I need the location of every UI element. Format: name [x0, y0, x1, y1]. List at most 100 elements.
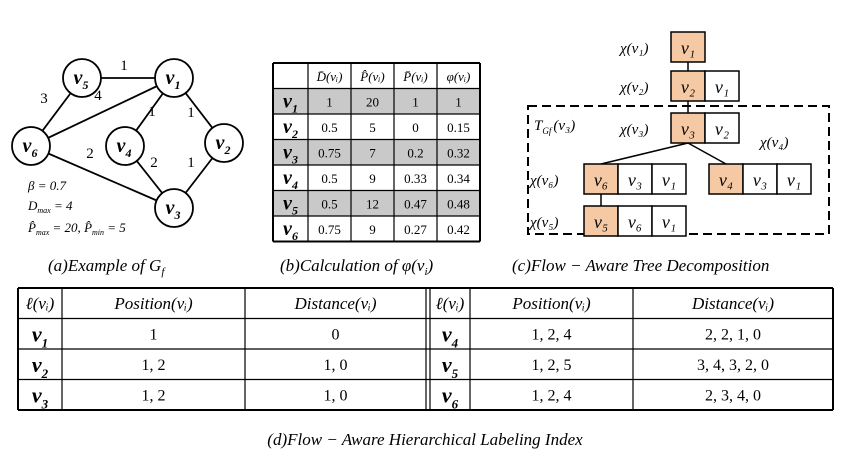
label-row-node: v5	[442, 352, 459, 381]
node-v1	[154, 58, 194, 98]
bag-cell-label: v₂	[715, 119, 729, 139]
label-table-header: Position(vᵢ)	[511, 294, 591, 313]
bag-cell-label: v₆	[594, 170, 608, 190]
label-row-node: v2	[32, 352, 49, 381]
position-cell: 1, 2	[142, 357, 166, 374]
calc-cell: 5	[369, 120, 376, 135]
calc-cell: 0.48	[447, 197, 470, 212]
label-row-node: v1	[32, 322, 48, 351]
label-table-header: ℓ(vᵢ)	[436, 294, 465, 313]
label-table-header: Position(vᵢ)	[113, 294, 193, 313]
distance-cell: 3, 4, 3, 2, 0	[697, 357, 769, 374]
calc-cell: 0.34	[447, 171, 470, 186]
calc-header: D̄(vᵢ)	[316, 69, 343, 84]
calc-cell: 0.2	[407, 146, 423, 161]
calc-header: P̄(vᵢ)	[402, 69, 427, 84]
calc-cell: 12	[366, 197, 379, 212]
bag-label-b6: χ(v₆)	[528, 173, 558, 189]
node-label-v4: v4	[117, 135, 132, 160]
bag-label-b3: χ(v₃)	[618, 122, 648, 138]
calc-cell: 0.15	[447, 120, 470, 135]
calc-cell: 0.32	[447, 146, 470, 161]
label-table-header: ℓ(vᵢ)	[26, 294, 55, 313]
caption-c: (c)Flow − Aware Tree Decomposition	[512, 256, 769, 275]
tree-edges	[600, 62, 727, 206]
bag-cell	[670, 112, 706, 144]
bag-cell	[704, 112, 740, 144]
node-v2	[204, 123, 244, 163]
calc-cell: 0	[412, 120, 419, 135]
calc-header: φ(vᵢ)	[447, 69, 471, 84]
node-v6	[11, 126, 51, 166]
dmax-param: Dmax = 4	[27, 198, 73, 215]
distance-cell: 2, 3, 4, 0	[705, 388, 761, 405]
node-label-v3: v3	[166, 197, 181, 222]
bag-label-b1: χ(v₁)	[618, 41, 648, 57]
calc-cell: 0.5	[321, 197, 337, 212]
position-cell: 1	[150, 327, 158, 344]
edge-weight-v5-v1: 1	[120, 58, 128, 74]
bag-cell-label: v₃	[628, 170, 642, 190]
label-row-node: v4	[442, 322, 459, 351]
position-cell: 1, 2	[142, 388, 166, 405]
bag-cell	[583, 205, 619, 237]
node-label-v5: v5	[74, 67, 89, 92]
labeling-index-table: ℓ(vᵢ) Position(vᵢ) Distance(vᵢ) ℓ(vᵢ) Positi…	[17, 287, 834, 412]
bag-cell-label: v₁	[681, 38, 695, 58]
bag-cell	[651, 205, 687, 237]
node-label-v1: v1	[166, 67, 181, 92]
edge-weight-v4-v3: 2	[150, 155, 158, 171]
caption-d: (d)Flow − Aware Hierarchical Labeling In…	[267, 430, 583, 449]
bag-label-b5: χ(v₅)	[528, 215, 558, 231]
bag-cell	[742, 163, 778, 195]
edge-weight-v2-v3: 1	[187, 155, 195, 171]
edge-weight-v1-v2: 1	[187, 105, 195, 121]
distance-cell: 1, 0	[324, 357, 348, 374]
label-table-header: Distance(vᵢ)	[294, 294, 377, 313]
position-cell: 1, 2, 5	[532, 357, 572, 374]
position-cell: 1, 2, 4	[532, 327, 572, 344]
bag-cell	[670, 31, 706, 63]
calc-cell: 0.33	[404, 171, 427, 186]
calc-cell: 0.5	[321, 171, 337, 186]
calc-row-node: v4	[283, 167, 298, 192]
calc-cell: 1	[326, 95, 333, 110]
bag-cell	[704, 70, 740, 102]
bag-cell-label: v₄	[719, 170, 733, 190]
calc-cell: 9	[369, 222, 376, 237]
tree-edge-b3-b6	[600, 142, 689, 165]
label-row-node: v3	[32, 383, 49, 412]
bag-cell-label: v₃	[681, 119, 695, 139]
bag-cell-label: v₁	[662, 212, 676, 232]
node-label-v6: v6	[23, 135, 38, 160]
tree-edge-b3-b4	[687, 142, 727, 165]
calc-row-node: v1	[283, 91, 298, 116]
calc-cell: 0.5	[321, 120, 337, 135]
calc-cell: 7	[369, 146, 376, 161]
edge-v6-v1	[30, 77, 175, 147]
label-row-node: v6	[442, 383, 459, 412]
bag-cell	[583, 163, 619, 195]
calc-cell: 0.75	[318, 222, 341, 237]
calc-cell: 0.27	[404, 222, 427, 237]
bag-cell-label: v₅	[594, 212, 608, 232]
distance-cell: 0	[332, 327, 340, 344]
bag-cell-label: v₁	[662, 170, 676, 190]
bag-cell-label: v₁	[715, 77, 729, 97]
bag-cell	[776, 163, 812, 195]
edge-weight-v4-v1: 1	[148, 104, 156, 120]
node-label-v2: v2	[216, 132, 231, 157]
bag-cell	[617, 205, 653, 237]
beta-param: β = 0.7	[27, 178, 66, 193]
calc-row-node: v2	[283, 116, 298, 141]
graph-nodes: v5 v1 v6 v4 v2 v3	[11, 58, 244, 228]
calc-row-node: v6	[283, 218, 298, 243]
distance-cell: 1, 0	[324, 388, 348, 405]
label-table-header: Distance(vᵢ)	[691, 294, 774, 313]
edge-v6-v3	[30, 145, 175, 209]
